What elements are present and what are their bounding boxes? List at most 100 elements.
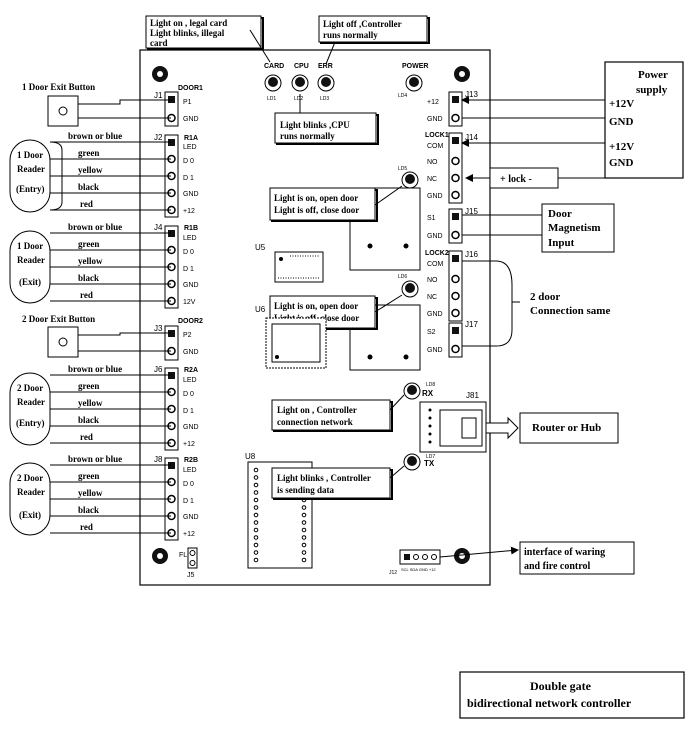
led-card-icon — [264, 74, 282, 92]
reader-2-entry-text-1: 2 Door — [17, 383, 43, 393]
j17-pin-gnd: GND — [427, 347, 443, 354]
callout-network-text-1: Light on , Controller — [277, 405, 357, 415]
exit-button-1 — [47, 95, 171, 127]
reader-2-entry-wire-brown: brown or blue — [68, 364, 122, 374]
j13-pin-12: +12 — [427, 99, 439, 106]
j1-pin-p1: P1 — [183, 99, 192, 106]
u8-pin — [301, 520, 307, 525]
led-rx-label: RX — [422, 389, 434, 398]
led-err-id: LD3 — [320, 96, 329, 102]
callout-controller-text-2: runs normally — [323, 30, 378, 40]
reader-1-entry-wire-green: green — [78, 148, 99, 158]
reader-1-entry: 1 Door Reader (Entry) brown or blue gree… — [9, 131, 171, 213]
j4-connector: J4 R1B LED D 0 D 1 GND 12V — [154, 223, 199, 309]
power-supply-text-1: Power — [638, 69, 668, 81]
reader-1-exit-wire-yellow: yellow — [78, 256, 103, 266]
door2-same-text-2: Connection same — [530, 305, 610, 317]
led-rx-icon — [403, 382, 421, 400]
j15-pin-s1: S1 — [427, 215, 436, 222]
alarm-text-2: and fire control — [524, 561, 591, 572]
j2-connector: J2 R1A LED D 0 D 1 GND +12 — [154, 133, 199, 218]
j14-pin-nc: NC — [427, 176, 437, 183]
j81-label: J81 — [466, 391, 479, 400]
r1a-label: R1A — [184, 135, 198, 142]
callout-cpu-normal: Light blinks ,CPU runs normally — [274, 94, 379, 145]
u8-label: U8 — [245, 452, 256, 461]
callout-sending: Light blinks , Controller is sending dat… — [271, 465, 405, 500]
j17-connector: J17 S2 GND — [427, 320, 478, 358]
callout-cpu-text-1: Light blinks ,CPU — [280, 120, 350, 130]
callout-sending-text-1: Light blinks , Controller — [277, 473, 371, 483]
fl-label: FL — [179, 552, 187, 559]
reader-1-entry-wire-brown: brown or blue — [68, 131, 122, 141]
reader-2-exit-wire-red: red — [80, 522, 93, 532]
j13-pin-gnd: GND — [427, 116, 443, 123]
j1-label: J1 — [154, 91, 163, 100]
j13-connector: +12 GND J13 — [427, 90, 478, 127]
u8-pin — [253, 535, 259, 540]
led-cpu-icon — [291, 74, 309, 92]
power-supply: Power supply +12V GND +12V GND — [604, 61, 684, 179]
j16-pin-nc: NC — [427, 294, 437, 301]
led-lock2-id: LD6 — [398, 274, 407, 280]
router-text: Router or Hub — [532, 422, 601, 434]
led-power-label: POWER — [402, 63, 428, 70]
led-cpu-label: CPU — [294, 63, 309, 70]
u8-pin — [301, 550, 307, 555]
door-magnetism-text-1: Door — [548, 208, 572, 220]
j6-connector: J6 R2A LED D 0 D 1 GND +12 — [154, 365, 199, 451]
led-err-label: ERR — [318, 63, 333, 70]
j17-pin-s2: S2 — [427, 329, 436, 336]
j14-connector: LOCK1 J14 COM NO NC GND — [425, 132, 478, 204]
u8-pin — [253, 497, 259, 503]
j15-pin-gnd: GND — [427, 233, 443, 240]
j4-pin-d1: D 1 — [183, 266, 194, 273]
door-magnetism-text-3: Input — [548, 237, 575, 249]
r2b-label: R2B — [184, 457, 198, 464]
reader-1-entry-text-3: (Entry) — [16, 184, 45, 194]
j8-pin-led: LED — [183, 467, 197, 474]
reader-2-exit-wire-yellow: yellow — [78, 488, 103, 498]
j4-label: J4 — [154, 223, 163, 232]
j6-pin-12: +12 — [183, 441, 195, 448]
status-leds: CARD CPU ERR POWER LD1 LD2 LD3 LD4 — [264, 63, 428, 102]
reader-1-exit-wire-red: red — [80, 290, 93, 300]
j4-pin-led: LED — [183, 235, 197, 242]
u8-pin — [253, 512, 259, 518]
j14-pin-com: COM — [427, 143, 444, 150]
power-wires — [461, 96, 605, 179]
j3-label: J3 — [154, 324, 163, 333]
reader-2-entry-wire-black: black — [78, 415, 99, 425]
u8-pin — [253, 550, 259, 555]
door-magnetism: Door Magnetism Input — [462, 203, 615, 253]
j6-label: J6 — [154, 365, 163, 374]
j4-pin-d0: D 0 — [183, 249, 194, 256]
lock-device: + lock - — [465, 167, 590, 189]
u5-label: U5 — [255, 243, 266, 252]
exit-button-1-label: 1 Door Exit Button — [22, 82, 95, 92]
j6-pin-d0: D 0 — [183, 391, 194, 398]
j13-label: J13 — [465, 90, 478, 99]
led-cpu-id: LD2 — [294, 96, 303, 102]
j16-connector: LOCK2 J16 COM NO NC GND — [425, 250, 478, 322]
reader-2-exit-text-2: Reader — [17, 487, 45, 497]
j3-pin-gnd: GND — [183, 349, 199, 356]
callout-card-legal: Light on , legal card Light blinks, ille… — [145, 15, 271, 63]
j8-pin-d0: D 0 — [183, 481, 194, 488]
led-lock1-icon — [401, 171, 419, 189]
j12-pins: SCL SDA GND +12 — [401, 567, 436, 572]
door2-connection-note: 2 door Connection same — [462, 260, 610, 347]
j2-label: J2 — [154, 133, 163, 142]
j12-label: J12 — [389, 570, 397, 576]
callout-cpu-text-2: runs normally — [280, 131, 335, 141]
callout-network: Light on , Controller connection network — [271, 394, 405, 432]
r1b-label: R1B — [184, 225, 198, 232]
j6-pin-led: LED — [183, 377, 197, 384]
lock1-label: LOCK1 — [425, 132, 449, 139]
j2-pin-d1: D 1 — [183, 175, 194, 182]
title-line-2: bidirectional network controller — [467, 696, 632, 710]
diagram-title: Double gate bidirectional network contro… — [459, 671, 685, 719]
callout-network-text-2: connection network — [277, 417, 353, 427]
u6-label: U6 — [255, 305, 266, 314]
reader-1-entry-text-2: Reader — [17, 164, 45, 174]
